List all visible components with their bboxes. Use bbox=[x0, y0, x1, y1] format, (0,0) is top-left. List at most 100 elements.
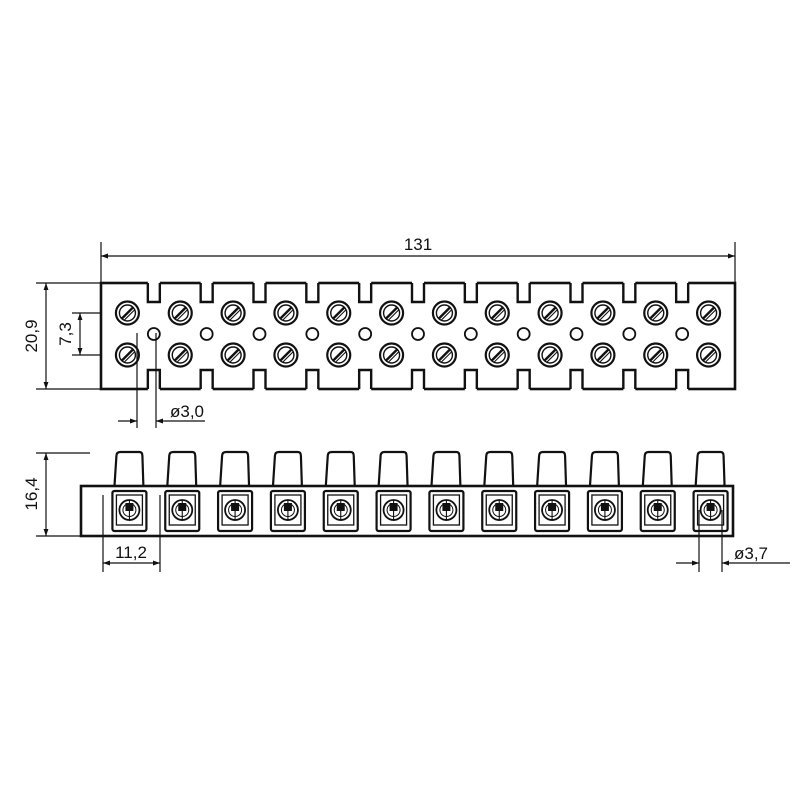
screw-slot bbox=[279, 306, 293, 320]
terminal-tab bbox=[588, 450, 621, 489]
top-view-mounting-holes bbox=[146, 327, 690, 341]
bottom-notch bbox=[305, 368, 320, 389]
dim-wire-hole-diameter: ø3,7 bbox=[734, 544, 768, 563]
screw-slot-edge bbox=[493, 309, 506, 321]
dim-hole-diameter: ø3,0 bbox=[170, 402, 204, 421]
terminal-tab bbox=[166, 450, 198, 489]
screw-slot bbox=[490, 306, 505, 320]
bottom-notch bbox=[516, 368, 531, 389]
top-notch-fill bbox=[359, 281, 372, 303]
screw-slot-edge bbox=[599, 309, 611, 321]
top-notch bbox=[516, 283, 531, 304]
screw-slot-edge bbox=[440, 351, 453, 363]
terminal-tab bbox=[324, 450, 356, 489]
bottom-notch-fill bbox=[359, 369, 372, 391]
mounting-hole bbox=[569, 327, 584, 341]
screw-slot bbox=[648, 348, 663, 362]
top-notch-fill bbox=[200, 281, 213, 303]
top-notch-fill bbox=[306, 281, 319, 303]
bottom-notch bbox=[463, 368, 479, 389]
screw-slot bbox=[120, 348, 135, 362]
top-notch-fill bbox=[412, 281, 424, 303]
screw-slot bbox=[701, 348, 716, 362]
mounting-hole bbox=[675, 327, 690, 341]
screw-slot-edge bbox=[704, 309, 717, 321]
screw-slot bbox=[701, 306, 716, 320]
screw-slot bbox=[437, 306, 452, 320]
top-view-screws bbox=[114, 300, 722, 368]
top-notch-fill bbox=[253, 281, 266, 303]
dim-overall-length: 131 bbox=[404, 235, 432, 254]
mounting-hole bbox=[358, 327, 373, 341]
mounting-hole bbox=[199, 327, 214, 341]
screw-slot-edge bbox=[651, 309, 664, 321]
screw-slot bbox=[173, 348, 188, 362]
bottom-notch-fill bbox=[570, 369, 583, 391]
terminal-tab bbox=[430, 450, 462, 489]
mounting-hole bbox=[463, 327, 478, 341]
screw-slot-edge bbox=[334, 351, 347, 363]
bottom-notch bbox=[410, 368, 426, 389]
screw-slot bbox=[384, 348, 399, 362]
top-notch bbox=[252, 283, 267, 304]
screw-slot bbox=[543, 306, 557, 320]
screw-slot-edge bbox=[229, 309, 241, 321]
dim-pitch: 11,2 bbox=[115, 543, 147, 562]
bottom-notch-fill bbox=[253, 369, 266, 391]
screw-slot bbox=[648, 306, 663, 320]
dim-screw-spacing: 7,3 bbox=[56, 322, 75, 346]
terminal-tab bbox=[113, 450, 145, 489]
side-view-sockets bbox=[111, 489, 729, 533]
top-notch bbox=[410, 283, 426, 304]
mounting-hole bbox=[516, 327, 531, 341]
screw-slot-edge bbox=[123, 309, 136, 321]
screw-slot-edge bbox=[704, 351, 717, 363]
screw-slot bbox=[437, 348, 452, 362]
top-view bbox=[99, 281, 737, 391]
terminal-tab bbox=[694, 450, 726, 489]
mounting-hole bbox=[146, 327, 161, 341]
screw-slot-edge bbox=[599, 351, 611, 363]
top-notch bbox=[674, 283, 690, 304]
top-notch-fill bbox=[517, 281, 530, 303]
top-notch-fill bbox=[570, 281, 583, 303]
screw-slot-edge bbox=[546, 351, 558, 363]
mounting-hole bbox=[622, 327, 637, 341]
dim-height-top-view: 20,9 bbox=[22, 319, 41, 352]
screw-slot-edge bbox=[387, 309, 400, 321]
terminal-tab bbox=[377, 450, 409, 489]
bottom-notch bbox=[357, 368, 373, 389]
bottom-notch bbox=[146, 368, 162, 389]
bottom-notch-fill bbox=[412, 369, 424, 391]
bottom-notch bbox=[622, 368, 637, 389]
top-notch bbox=[622, 283, 637, 304]
terminal-tab bbox=[535, 450, 568, 489]
screw-slot-edge bbox=[229, 351, 241, 363]
mounting-hole bbox=[305, 327, 320, 341]
bottom-notch-fill bbox=[676, 369, 689, 391]
side-view bbox=[79, 450, 735, 538]
mounting-hole bbox=[411, 327, 425, 341]
screw-slot bbox=[331, 348, 346, 362]
bottom-notch-fill bbox=[623, 369, 636, 391]
screw-slot-edge bbox=[176, 351, 189, 363]
screw-slot bbox=[226, 348, 240, 362]
screw-slot bbox=[384, 306, 399, 320]
terminal-tab bbox=[641, 450, 673, 489]
top-notch bbox=[146, 283, 162, 304]
top-notch-fill bbox=[464, 281, 477, 303]
top-notch-fill bbox=[147, 281, 160, 303]
bottom-notch-fill bbox=[147, 369, 160, 391]
screw-slot bbox=[596, 348, 610, 362]
screw-slot-edge bbox=[334, 309, 347, 321]
top-notch bbox=[199, 283, 214, 304]
screw-slot-edge bbox=[440, 309, 453, 321]
screw-slot bbox=[226, 306, 240, 320]
bottom-notch bbox=[674, 368, 690, 389]
screw-slot-edge bbox=[282, 351, 294, 363]
top-notch bbox=[463, 283, 479, 304]
top-notch bbox=[305, 283, 320, 304]
side-view-tabs bbox=[113, 450, 726, 489]
screw-slot-edge bbox=[651, 351, 664, 363]
